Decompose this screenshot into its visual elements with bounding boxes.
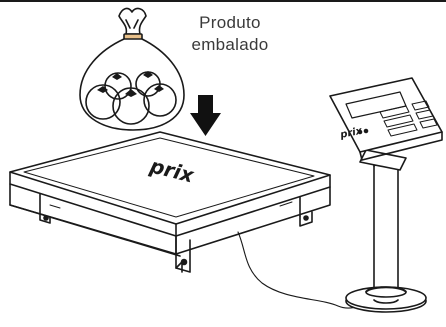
indicator-stand [329, 77, 443, 313]
caption-line-1: Produto [199, 13, 261, 32]
indicator-logo: prix [338, 125, 363, 141]
caption-line-2: embalado [191, 35, 269, 54]
platform-scale [9, 131, 381, 309]
bag-of-tomatoes-icon [79, 7, 185, 131]
arrow-down-icon [190, 95, 221, 136]
top-rule [0, 0, 446, 2]
svg-text:prix: prix [338, 125, 363, 141]
